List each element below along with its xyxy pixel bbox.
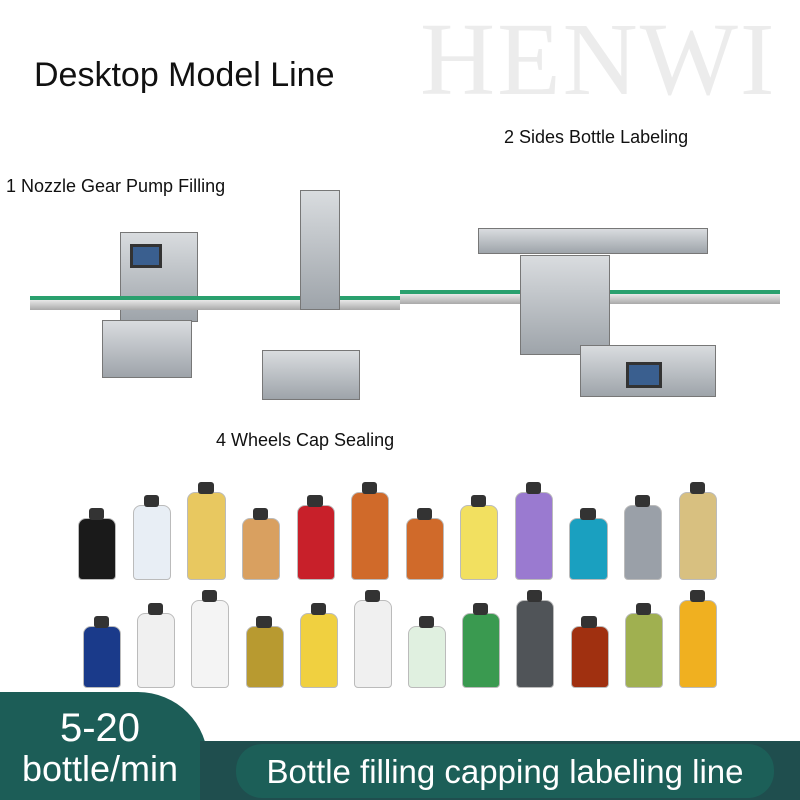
bottle bbox=[245, 626, 284, 688]
bottle bbox=[187, 492, 226, 580]
speed-badge bbox=[0, 692, 208, 800]
bottle bbox=[460, 505, 499, 580]
bottle bbox=[462, 613, 501, 688]
bottle bbox=[569, 518, 608, 580]
bottle-cap bbox=[89, 508, 105, 521]
bottle-cap bbox=[689, 590, 705, 602]
bottle-cap bbox=[635, 603, 651, 616]
bottle bbox=[78, 518, 117, 580]
bottle-cap bbox=[252, 508, 269, 521]
bottle bbox=[241, 518, 281, 580]
bottle-cap bbox=[580, 508, 596, 521]
tagline: Bottle filling capping labeling line bbox=[266, 753, 744, 790]
bottle bbox=[83, 626, 122, 688]
bottle-cap bbox=[148, 603, 164, 616]
bottle bbox=[624, 613, 663, 688]
bottle-cap bbox=[256, 616, 272, 629]
bottle-cap bbox=[416, 508, 432, 521]
bottle bbox=[678, 600, 717, 688]
bottle bbox=[137, 613, 176, 688]
bottle bbox=[296, 505, 335, 580]
bottle bbox=[624, 505, 663, 580]
bottle-cap bbox=[634, 495, 651, 508]
bottle-cap bbox=[362, 482, 378, 494]
bottle bbox=[514, 492, 554, 580]
bottle bbox=[516, 600, 555, 688]
bottle-cap bbox=[527, 590, 543, 602]
bottle-cap bbox=[307, 495, 323, 508]
bottle bbox=[299, 613, 338, 688]
bottle bbox=[351, 492, 390, 580]
bottle-cap bbox=[471, 495, 487, 508]
page-title: Desktop Model Line bbox=[34, 56, 335, 94]
bottle bbox=[570, 626, 609, 688]
watermark-logo: HENWI bbox=[420, 2, 777, 117]
bottle bbox=[191, 600, 230, 688]
label-labeling: 2 Sides Bottle Labeling bbox=[504, 127, 689, 147]
bottle-cap bbox=[473, 603, 489, 616]
bottle-cap bbox=[93, 616, 110, 629]
bottle bbox=[132, 505, 171, 580]
bottle-cap bbox=[525, 482, 542, 494]
bottle-cap bbox=[418, 616, 435, 629]
bottle-cap bbox=[364, 590, 380, 602]
bottle-cap bbox=[143, 495, 159, 508]
bottle bbox=[353, 600, 392, 688]
bottle bbox=[408, 626, 447, 688]
bottle-cap bbox=[689, 482, 705, 494]
label-capping: 4 Wheels Cap Sealing bbox=[216, 430, 395, 450]
bottle-cap bbox=[310, 603, 326, 616]
bottle bbox=[405, 518, 444, 580]
bottle-cap bbox=[581, 616, 597, 629]
label-filling: 1 Nozzle Gear Pump Filling bbox=[6, 176, 226, 196]
bottle-cap bbox=[198, 482, 214, 494]
bottle-cap bbox=[202, 590, 218, 602]
speed-unit: bottle/min bbox=[21, 748, 179, 789]
tagline-pill bbox=[236, 744, 774, 798]
speed-value: 5-20 bbox=[59, 706, 141, 750]
bottle bbox=[678, 492, 717, 580]
